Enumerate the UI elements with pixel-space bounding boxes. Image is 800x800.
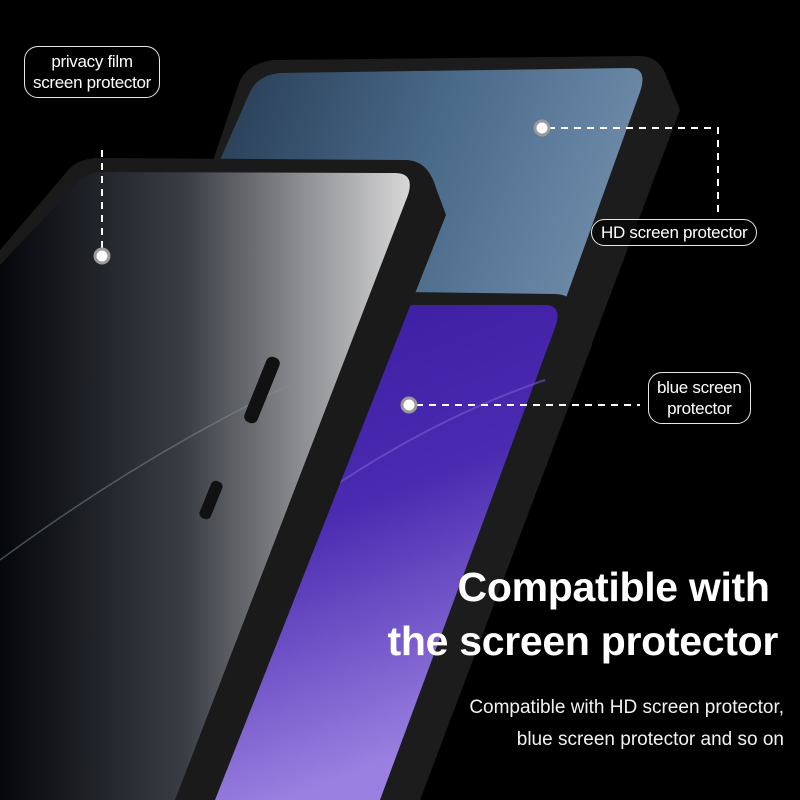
hd-label: HD screen protector — [591, 219, 758, 246]
callout-lines — [101, 127, 719, 406]
subtext-line2: blue screen protector and so on — [516, 729, 784, 750]
blue-label-line1: blue screen — [657, 378, 742, 397]
privacy-film-label: privacy film screen protector — [24, 46, 161, 98]
blue-label: blue screen protector — [648, 372, 751, 424]
headline-line2: the screen protector — [387, 618, 779, 664]
privacy-phone — [0, 158, 446, 800]
subtext-line1: Compatible with HD screen protector, — [469, 697, 784, 718]
subtext: Compatible with HD screen protector, blu… — [469, 692, 784, 756]
privacy-label-line1: privacy film — [51, 52, 133, 71]
headline-line1: Compatible with — [457, 564, 770, 610]
blue-label-line2: protector — [667, 399, 732, 418]
callout-dots — [93, 119, 551, 414]
privacy-label-line2: screen protector — [33, 73, 152, 92]
headline: Compatible with the screen protector — [387, 560, 779, 668]
hd-label-text: HD screen protector — [601, 223, 748, 242]
